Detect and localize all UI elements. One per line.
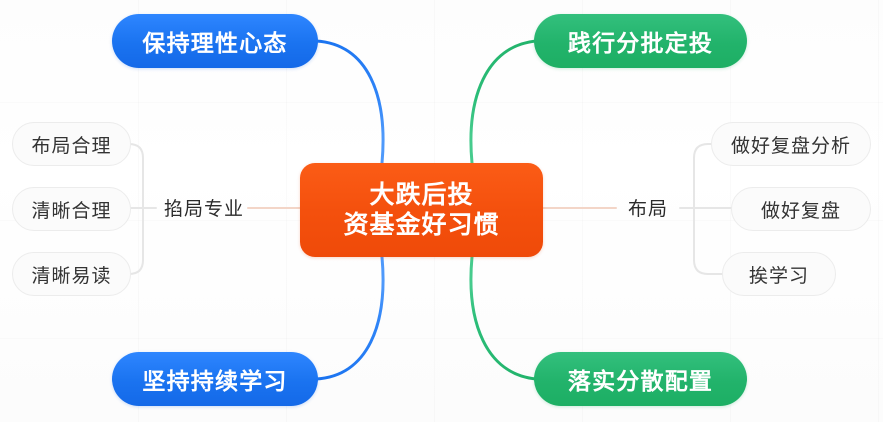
leaf-label-left-3: 清晰易读 xyxy=(31,265,112,287)
branch-node-bottom-left[interactable]: 坚持持续学习 xyxy=(112,352,318,406)
branch-label-top-left: 保持理性心态 xyxy=(142,30,288,56)
spine-label-right-text: 布局 xyxy=(627,198,668,220)
link-top-left xyxy=(314,39,385,165)
leaf-label-right-1: 做好复盘分析 xyxy=(730,135,851,157)
leaf-label-right-3: 挨学习 xyxy=(748,265,809,287)
branch-label-bottom-right: 落实分散配置 xyxy=(567,368,714,394)
branch-node-top-right[interactable]: 践行分批定投 xyxy=(534,14,747,68)
leaf-node-left-2[interactable]: 清晰合理 xyxy=(12,187,131,231)
leaf-node-left-3[interactable]: 清晰易读 xyxy=(12,252,131,296)
spine-label-right[interactable]: 布局 xyxy=(622,192,674,222)
root-node-line-1: 大跌后投 xyxy=(369,180,474,209)
leaf-node-right-3[interactable]: 挨学习 xyxy=(722,252,836,296)
leaf-label-right-2: 做好复盘 xyxy=(760,200,841,222)
link-top-right xyxy=(469,39,538,165)
spine-label-left-text: 掐局专业 xyxy=(163,198,244,220)
spine-label-left[interactable]: 掐局专业 xyxy=(158,192,250,222)
leaf-node-right-2[interactable]: 做好复盘 xyxy=(731,187,871,231)
link-bottom-right xyxy=(469,255,538,381)
branch-label-top-right: 践行分批定投 xyxy=(567,30,714,56)
branch-node-bottom-right[interactable]: 落实分散配置 xyxy=(534,352,747,406)
link-bottom-left xyxy=(314,255,385,381)
branch-label-bottom-left: 坚持持续学习 xyxy=(142,368,288,394)
branch-node-top-left[interactable]: 保持理性心态 xyxy=(112,14,318,68)
root-node[interactable]: 大跌后投 资基金好习惯 xyxy=(300,163,543,257)
bracket-right-arm-3 xyxy=(693,207,728,275)
root-node-line-2: 资基金好习惯 xyxy=(343,211,500,239)
leaf-node-left-1[interactable]: 布局合理 xyxy=(12,122,131,166)
leaf-label-left-2: 清晰合理 xyxy=(31,200,112,222)
leaf-node-right-1[interactable]: 做好复盘分析 xyxy=(711,122,871,166)
leaf-label-left-1: 布局合理 xyxy=(31,135,112,157)
